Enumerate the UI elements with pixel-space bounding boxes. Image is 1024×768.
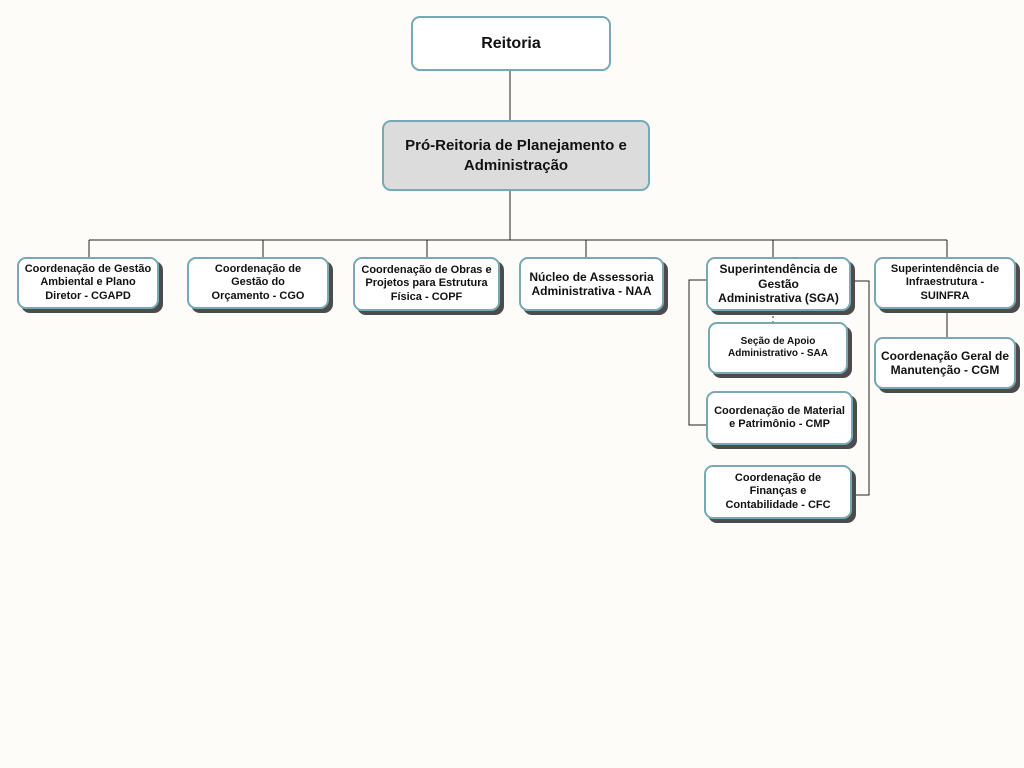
connector-sga-cmp <box>688 279 708 426</box>
connector-sga-cfc <box>850 280 870 496</box>
node-pro-reitoria[interactable]: Pró-Reitoria de Planejamento e Administr… <box>382 120 650 191</box>
node-cgapd[interactable]: Coordenação de Gestão Ambiental e Plano … <box>17 257 159 309</box>
node-cmp[interactable]: Coordenação de Material e Patrimônio - C… <box>706 391 853 445</box>
node-copf[interactable]: Coordenação de Obras e Projetos para Est… <box>353 257 500 311</box>
node-naa[interactable]: Núcleo de Assessoria Administrativa - NA… <box>519 257 664 311</box>
node-cfc[interactable]: Coordenação de Finanças e Contabilidade … <box>704 465 852 519</box>
node-reitoria[interactable]: Reitoria <box>411 16 611 71</box>
node-saa[interactable]: Seção de Apoio Administrativo - SAA <box>708 322 848 374</box>
node-cgo[interactable]: Coordenação de Gestão do Orçamento - CGO <box>187 257 329 309</box>
node-cgm[interactable]: Coordenação Geral de Manutenção - CGM <box>874 337 1016 389</box>
node-suinfra[interactable]: Superintendência de Infraestrutura - SUI… <box>874 257 1016 309</box>
node-sga[interactable]: Superintendência de Gestão Administrativ… <box>706 257 851 311</box>
